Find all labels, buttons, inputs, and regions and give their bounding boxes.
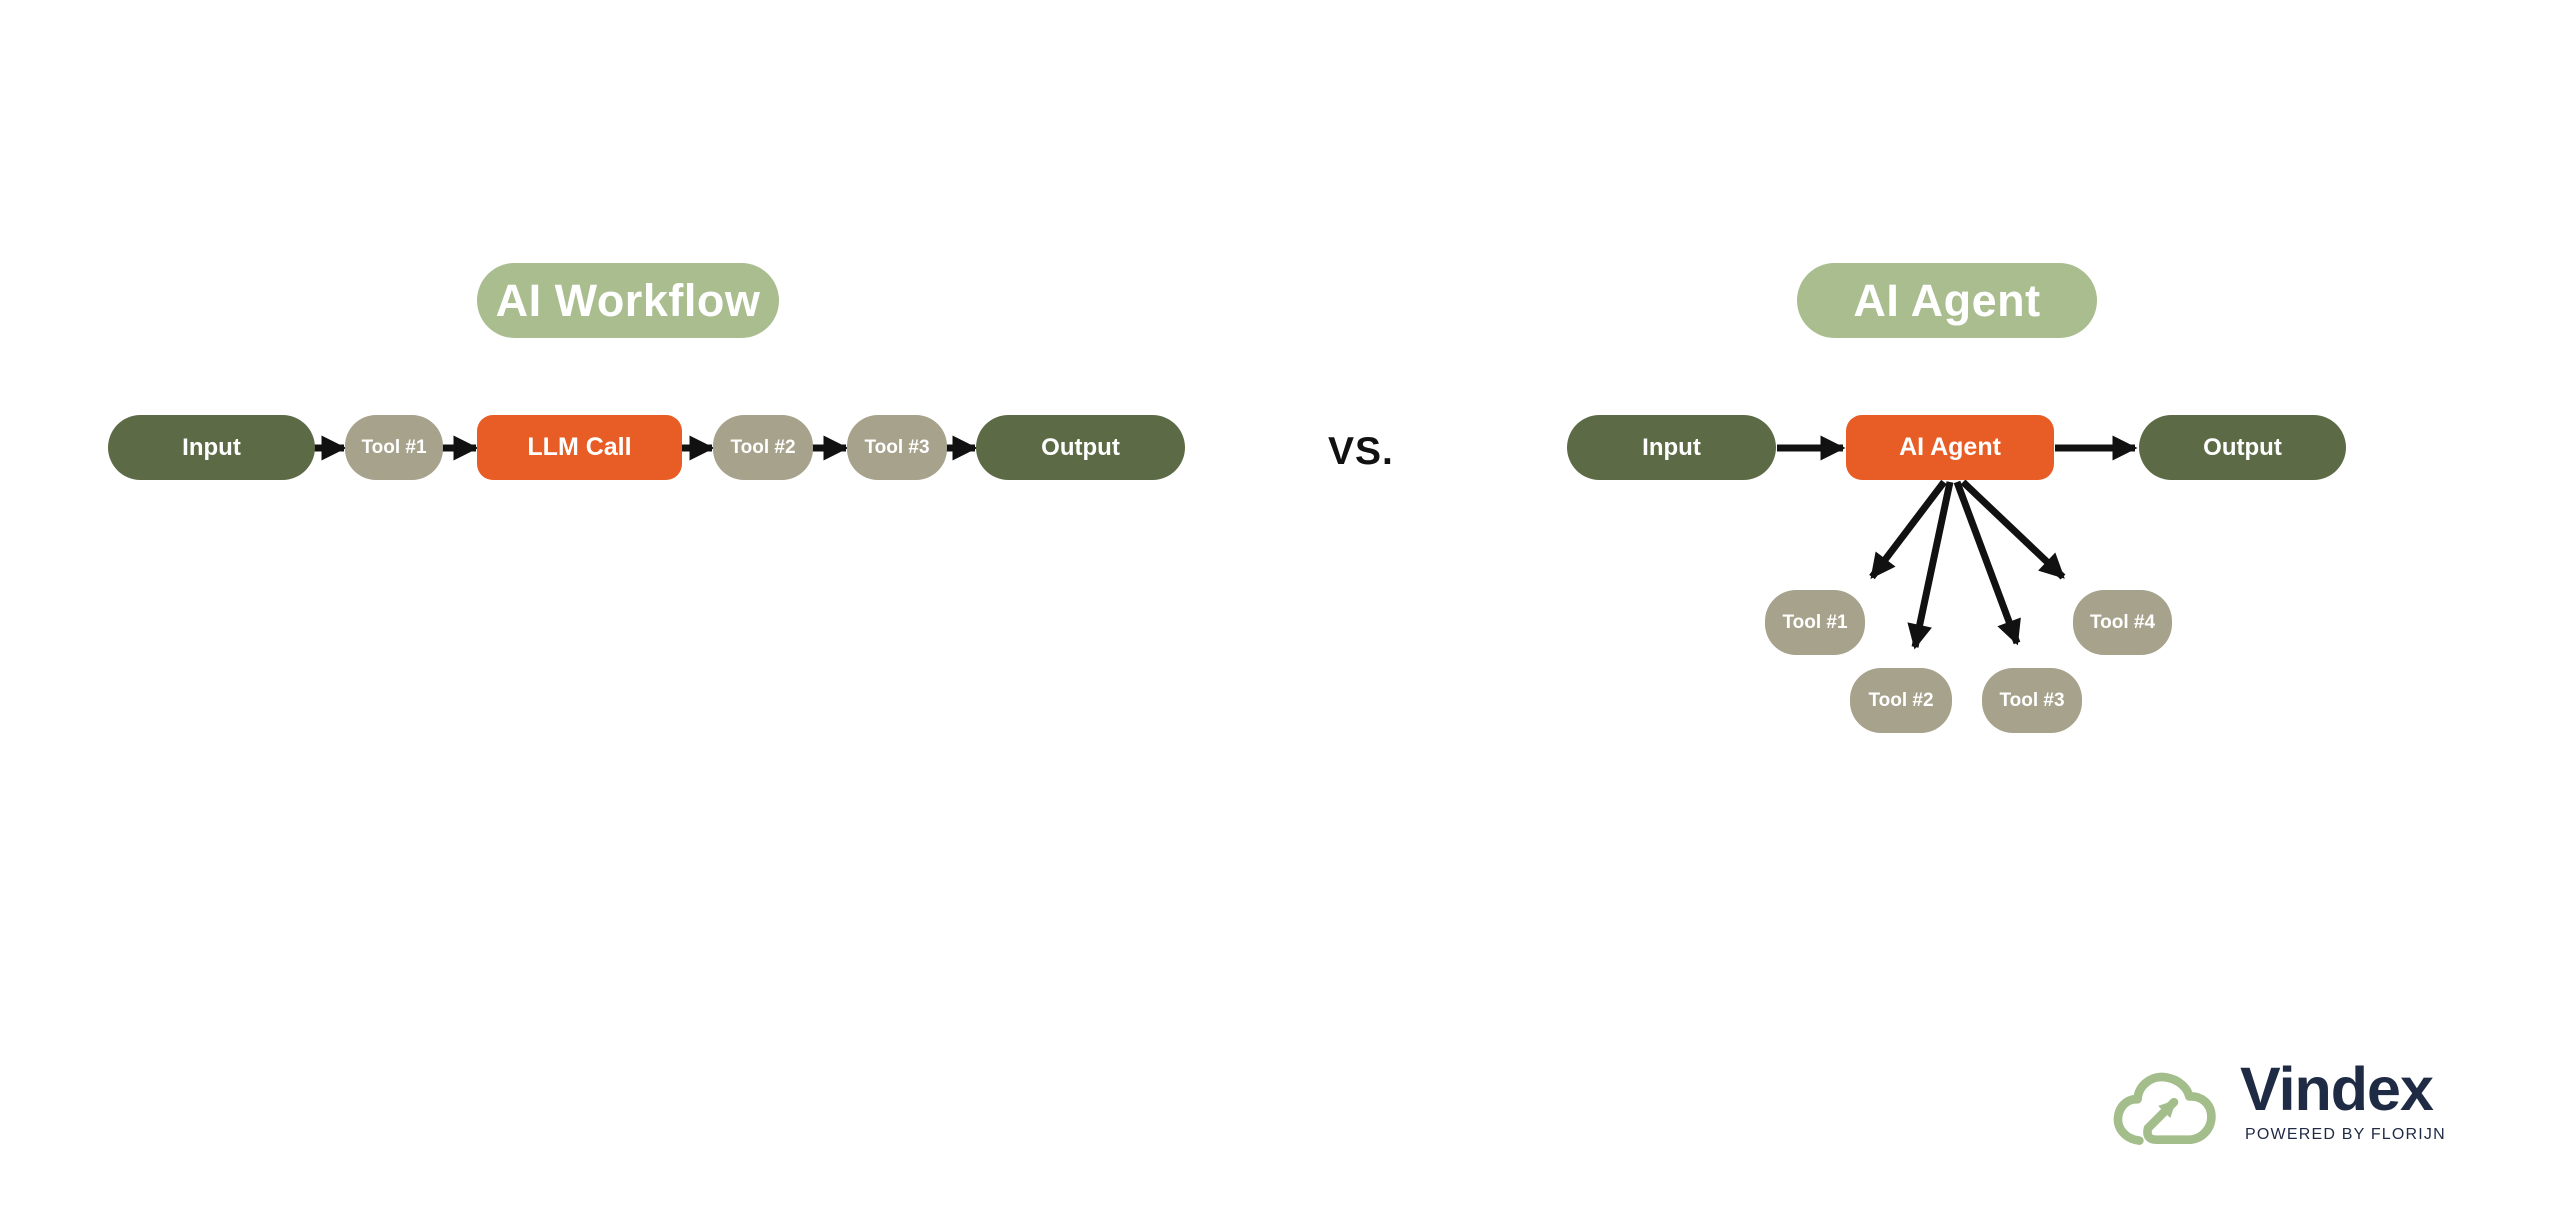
arrow-agent-to-tool1: [1869, 479, 1947, 580]
node-input-left: Input: [108, 415, 315, 480]
node-llm-call: LLM Call: [477, 415, 682, 480]
node-tool2-right: Tool #2: [1850, 668, 1952, 733]
node-output-left: Output: [976, 415, 1185, 480]
node-tool4-right: Tool #4: [2073, 590, 2172, 655]
logo-tagline: POWERED BY FLORIJN: [2245, 1126, 2446, 1143]
arrow-agent-to-tool3: [1953, 480, 2021, 646]
node-tool1-left: Tool #1: [345, 415, 443, 480]
node-tool3-left: Tool #3: [847, 415, 947, 480]
left-diagram-title: AI Workflow: [477, 263, 779, 338]
vindex-logo: Vindex POWERED BY FLORIJN: [2108, 1052, 2458, 1162]
vs-label: VS.: [1328, 430, 1394, 473]
arrow-agent-to-tool2: [1907, 481, 1954, 650]
node-output-right: Output: [2139, 415, 2346, 480]
node-tool3-right: Tool #3: [1982, 668, 2082, 733]
node-ai-agent: AI Agent: [1846, 415, 2054, 480]
right-diagram-title: AI Agent: [1797, 263, 2097, 338]
node-tool2-left: Tool #2: [713, 415, 813, 480]
node-input-right: Input: [1567, 415, 1776, 480]
logo-wordmark: Vindex: [2240, 1055, 2434, 1123]
node-tool1-right: Tool #1: [1765, 590, 1865, 655]
arrow-agent-to-tool4: [1960, 479, 2066, 580]
cloud-up-right-arrow-icon: [2113, 1072, 2216, 1145]
